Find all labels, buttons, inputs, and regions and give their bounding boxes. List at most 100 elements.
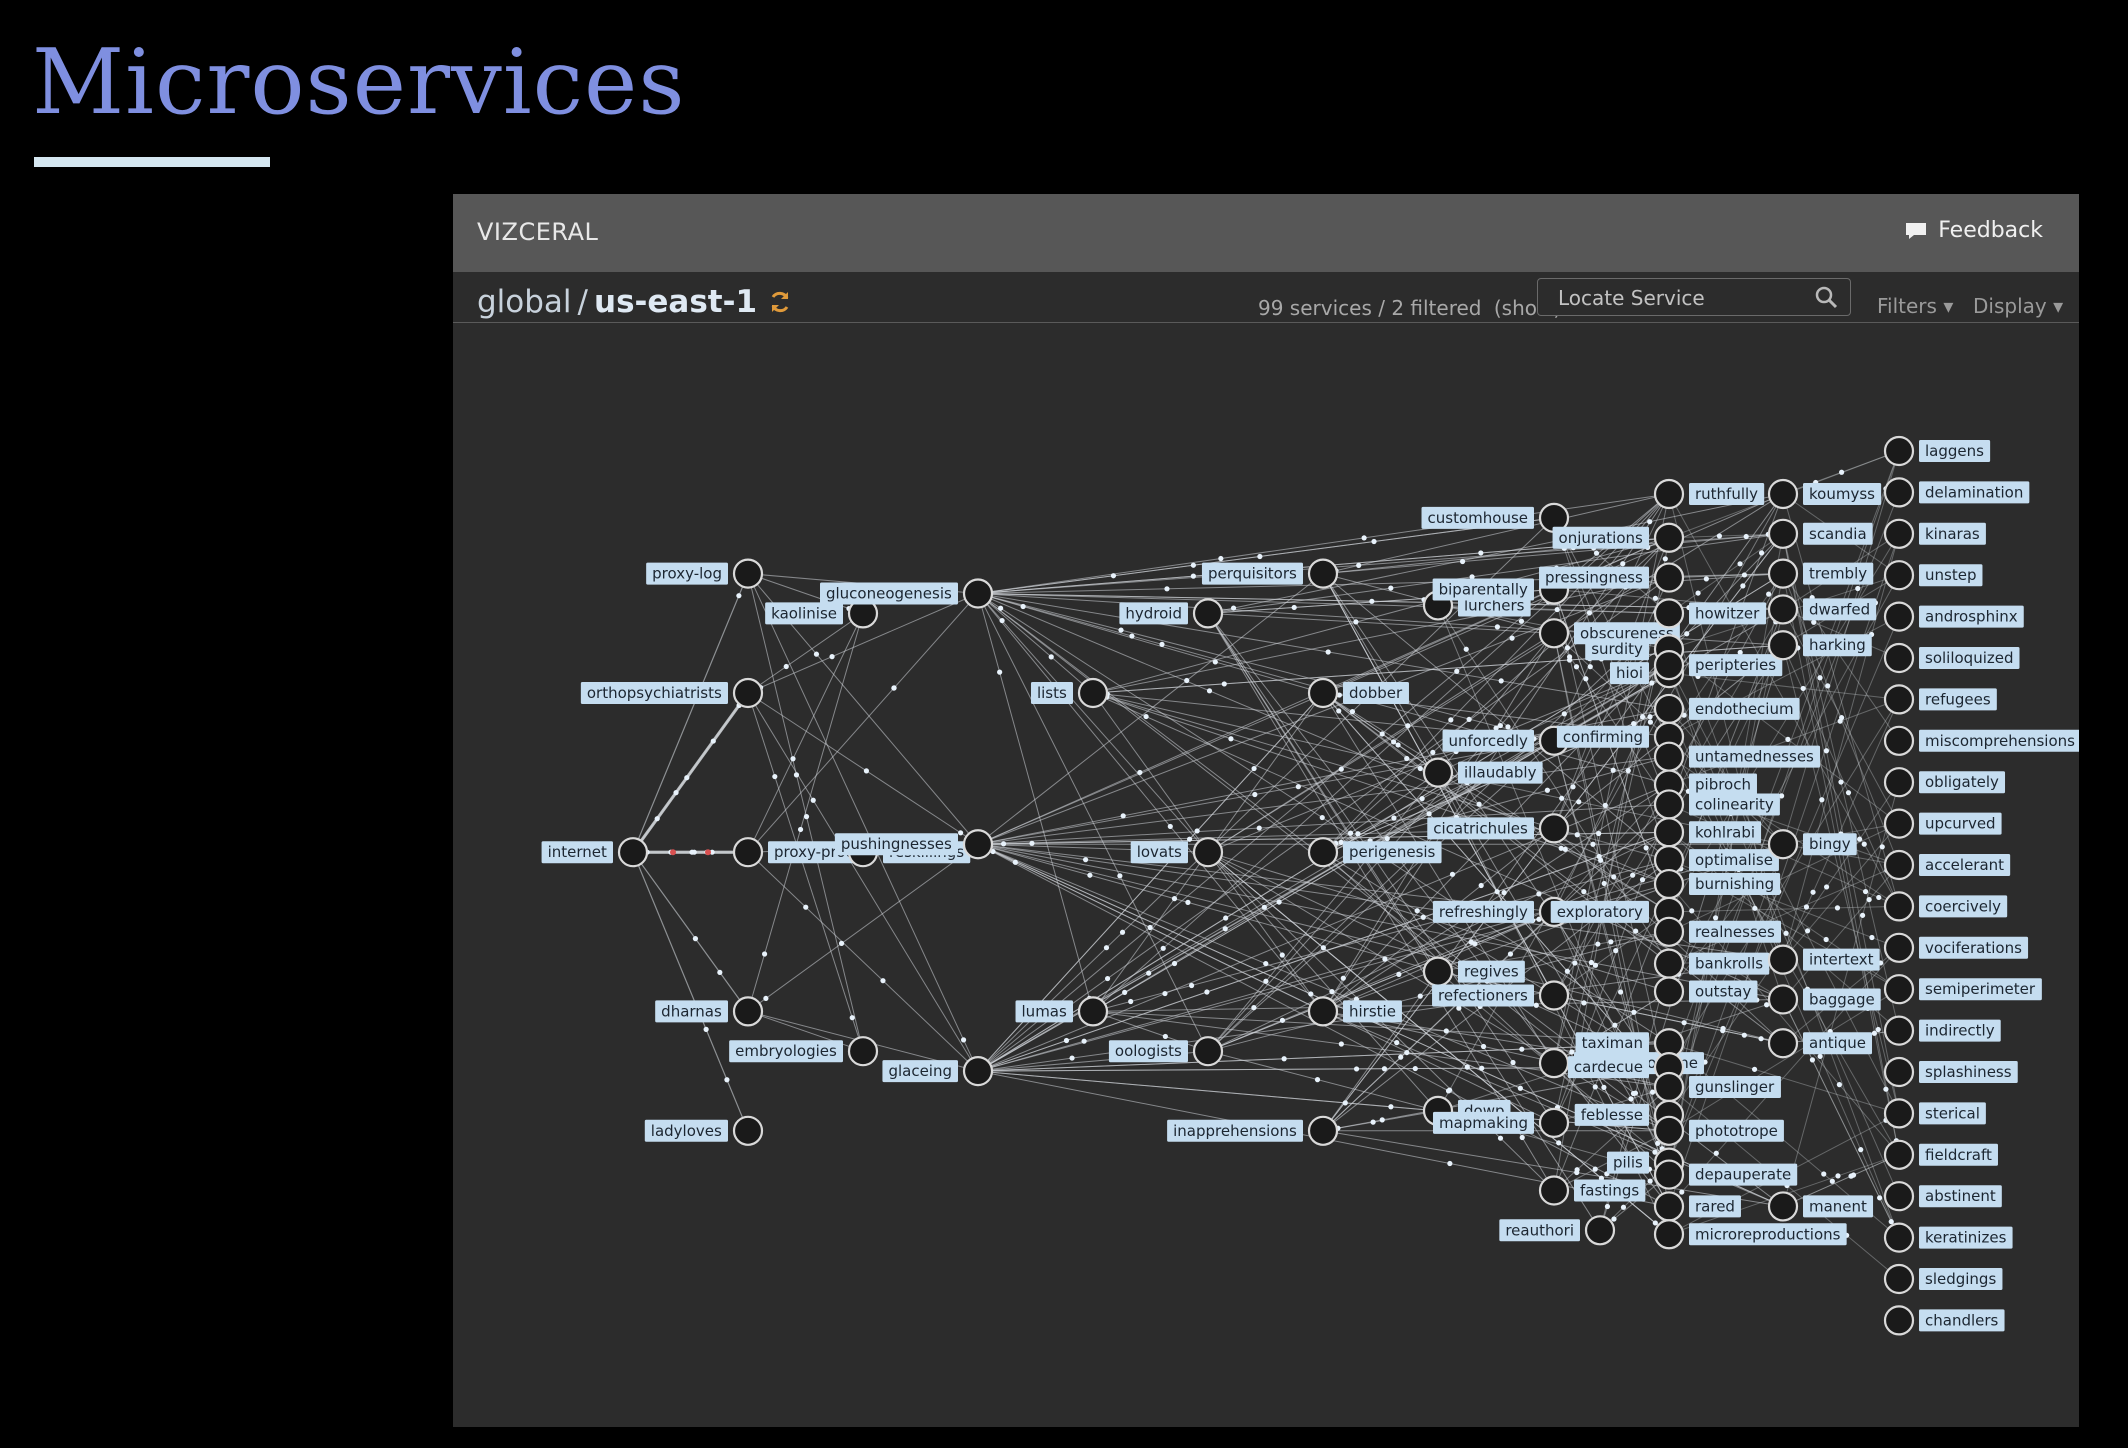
service-node[interactable]: optimalise: [1653, 845, 1779, 876]
node-label[interactable]: kinaras: [1925, 525, 1980, 543]
node-label[interactable]: taximan: [1582, 1034, 1643, 1052]
service-node[interactable]: gluconeogenesis: [819, 578, 994, 609]
service-node[interactable]: unstep: [1883, 560, 1983, 591]
node-circle[interactable]: [1767, 1191, 1799, 1222]
refresh-icon[interactable]: [767, 289, 793, 315]
node-label[interactable]: pibroch: [1695, 776, 1751, 794]
node-circle[interactable]: [1883, 974, 1915, 1005]
node-circle[interactable]: [617, 837, 649, 868]
node-circle[interactable]: [1883, 1222, 1915, 1253]
node-label[interactable]: delamination: [1925, 483, 2023, 501]
service-node[interactable]: onjurations: [1552, 522, 1685, 553]
service-node[interactable]: glaceing: [882, 1055, 994, 1087]
node-label[interactable]: semiperimeter: [1925, 980, 2036, 998]
service-node[interactable]: rared: [1653, 1191, 1741, 1222]
node-circle[interactable]: [1767, 829, 1799, 860]
node-label[interactable]: lumas: [1022, 1002, 1067, 1020]
node-circle[interactable]: [1538, 980, 1570, 1011]
service-node[interactable]: manent: [1767, 1191, 1874, 1222]
node-label[interactable]: fastings: [1580, 1182, 1639, 1200]
service-node[interactable]: unforcedly: [1442, 725, 1570, 756]
node-label[interactable]: colinearity: [1695, 795, 1774, 813]
service-node[interactable]: mapmaking: [1432, 1107, 1570, 1138]
node-circle[interactable]: [1767, 594, 1799, 625]
node-circle[interactable]: [1192, 1036, 1224, 1067]
service-node[interactable]: kinaras: [1883, 518, 1986, 549]
node-circle[interactable]: [962, 578, 994, 609]
service-node[interactable]: intertext: [1767, 944, 1880, 975]
node-circle[interactable]: [1422, 956, 1454, 987]
node-circle[interactable]: [1883, 601, 1915, 632]
node-label[interactable]: feblesse: [1581, 1106, 1643, 1124]
node-label[interactable]: hirstie: [1349, 1002, 1396, 1020]
node-circle[interactable]: [1307, 677, 1339, 709]
node-label[interactable]: sterical: [1925, 1104, 1980, 1122]
node-circle[interactable]: [1653, 1115, 1685, 1146]
node-circle[interactable]: [1192, 837, 1224, 868]
node-circle[interactable]: [1883, 891, 1915, 922]
node-circle[interactable]: [1653, 789, 1685, 820]
node-circle[interactable]: [1883, 1098, 1915, 1129]
service-node[interactable]: lovats: [1130, 837, 1224, 868]
node-circle[interactable]: [1883, 1015, 1915, 1046]
service-node[interactable]: trembly: [1767, 558, 1874, 589]
node-label[interactable]: refreshingly: [1439, 903, 1528, 921]
node-circle[interactable]: [1883, 808, 1915, 839]
service-node[interactable]: peripteries: [1653, 650, 1783, 681]
node-circle[interactable]: [1883, 518, 1915, 549]
node-label[interactable]: customhouse: [1428, 509, 1528, 527]
node-label[interactable]: sledgings: [1925, 1270, 1996, 1288]
node-circle[interactable]: [1653, 976, 1685, 1007]
service-node[interactable]: scandia: [1767, 518, 1873, 549]
node-label[interactable]: depauperate: [1695, 1166, 1791, 1184]
node-circle[interactable]: [1767, 944, 1799, 975]
service-node[interactable]: sledgings: [1883, 1263, 2003, 1295]
node-label[interactable]: indirectly: [1925, 1022, 1995, 1040]
node-circle[interactable]: [1307, 837, 1339, 868]
service-node[interactable]: orthopsychiatrists: [580, 677, 764, 709]
node-label[interactable]: endothecium: [1695, 700, 1794, 718]
node-circle[interactable]: [1767, 630, 1799, 661]
service-node[interactable]: obligately: [1883, 767, 2006, 798]
service-node[interactable]: sterical: [1883, 1098, 1986, 1129]
node-label[interactable]: untamednesses: [1695, 748, 1814, 766]
service-node[interactable]: laggens: [1883, 435, 1991, 467]
node-label[interactable]: fieldcraft: [1925, 1146, 1992, 1164]
node-circle[interactable]: [1422, 757, 1454, 788]
node-circle[interactable]: [1883, 1263, 1915, 1295]
service-node[interactable]: pushingnesses: [834, 829, 994, 860]
node-circle[interactable]: [1883, 1139, 1915, 1170]
node-label[interactable]: unstep: [1925, 566, 1976, 584]
node-label[interactable]: rared: [1695, 1197, 1735, 1215]
node-label[interactable]: mapmaking: [1439, 1114, 1528, 1132]
node-label[interactable]: cardecue: [1574, 1058, 1643, 1076]
service-node[interactable]: dwarfed: [1767, 594, 1877, 625]
node-circle[interactable]: [732, 837, 764, 868]
service-node[interactable]: regives: [1422, 956, 1525, 987]
node-circle[interactable]: [962, 829, 994, 860]
node-label[interactable]: obligately: [1925, 773, 1999, 791]
service-node[interactable]: soliloquized: [1883, 642, 2020, 674]
node-label[interactable]: internet: [548, 843, 607, 861]
node-circle[interactable]: [1883, 560, 1915, 591]
service-node[interactable]: semiperimeter: [1883, 974, 2042, 1005]
node-label[interactable]: proxy-prod: [774, 843, 855, 861]
node-label[interactable]: illaudably: [1464, 764, 1537, 782]
feedback-button[interactable]: Feedback: [1904, 218, 2043, 243]
node-circle[interactable]: [732, 996, 764, 1027]
node-circle[interactable]: [1538, 1048, 1570, 1079]
node-label[interactable]: soliloquized: [1925, 649, 2014, 667]
node-label[interactable]: splashiness: [1925, 1063, 2012, 1081]
node-label[interactable]: outstay: [1695, 983, 1751, 1001]
node-circle[interactable]: [1767, 558, 1799, 589]
node-label[interactable]: embryologies: [735, 1042, 837, 1060]
service-node[interactable]: dobber: [1307, 677, 1409, 709]
node-circle[interactable]: [1653, 741, 1685, 772]
service-node[interactable]: embryologies: [729, 1036, 879, 1067]
service-node[interactable]: accelerant: [1883, 849, 2011, 881]
node-circle[interactable]: [1883, 642, 1915, 674]
node-circle[interactable]: [1653, 868, 1685, 900]
node-label[interactable]: inapprehensions: [1173, 1122, 1297, 1140]
node-label[interactable]: lovats: [1137, 843, 1182, 861]
node-circle[interactable]: [732, 1115, 764, 1146]
